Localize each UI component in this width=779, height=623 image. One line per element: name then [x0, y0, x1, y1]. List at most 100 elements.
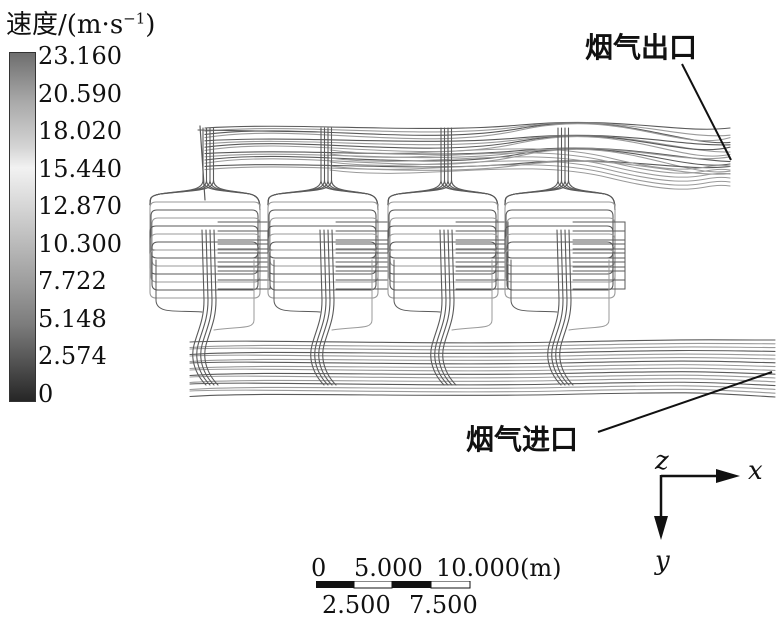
flue-gas-inlet-label: 烟气进口	[466, 423, 579, 456]
streamlines	[149, 121, 776, 398]
streamline	[213, 259, 255, 331]
streamline	[335, 221, 389, 245]
streamline	[393, 259, 441, 313]
streamline	[269, 241, 377, 291]
streamline	[204, 134, 731, 146]
x-arrowhead	[716, 469, 740, 483]
streamline	[189, 342, 776, 349]
streamline	[189, 381, 776, 387]
streamline	[204, 123, 731, 142]
streamline	[217, 257, 271, 281]
streamline	[310, 229, 325, 386]
streamline	[572, 266, 626, 290]
streamline	[387, 127, 453, 206]
streamline	[204, 135, 731, 151]
streamline	[204, 148, 731, 166]
streamline	[567, 179, 616, 211]
streamline	[442, 229, 457, 386]
scale-label-7500: 7.500	[409, 591, 478, 619]
scale-label-0: 0	[311, 554, 327, 582]
y-axis-label: y	[655, 546, 670, 576]
streamline	[204, 122, 731, 137]
y-arrowhead	[654, 516, 668, 540]
colorbar-tick-label: 23.160	[38, 42, 122, 70]
streamline	[572, 257, 626, 281]
colorbar-tick-label: 5.148	[38, 304, 107, 333]
streamline	[196, 229, 211, 386]
streamline	[267, 127, 333, 206]
streamline	[204, 160, 731, 169]
streamline	[189, 392, 776, 398]
streamline	[204, 135, 731, 157]
streamline	[455, 221, 509, 245]
streamline	[189, 357, 776, 363]
streamline	[217, 239, 271, 263]
streamline	[189, 349, 776, 356]
streamline	[217, 266, 271, 290]
streamline	[273, 259, 321, 313]
inlet-leader-line	[597, 371, 773, 433]
streamline	[389, 241, 497, 291]
colorbar-tick-label: 10.300	[38, 229, 122, 258]
streamline	[204, 148, 731, 173]
streamline	[555, 229, 570, 386]
streamline	[204, 229, 219, 386]
streamline	[510, 259, 558, 313]
streamline	[335, 257, 389, 281]
streamline	[189, 374, 776, 379]
streamline	[200, 229, 215, 386]
streamline	[155, 259, 203, 313]
axis-triad	[654, 469, 740, 540]
streamline	[455, 266, 509, 290]
streamline	[572, 239, 626, 263]
streamline	[189, 378, 776, 384]
streamline	[329, 148, 731, 170]
streamline	[335, 266, 389, 290]
scale-label-2500: 2.500	[322, 591, 391, 619]
streamline	[189, 388, 776, 394]
streamline	[204, 147, 731, 163]
velocity-colorbar	[9, 52, 36, 402]
colorbar-tick-label: 15.440	[38, 154, 122, 183]
outlet-leader-line	[681, 63, 732, 161]
streamline	[547, 229, 562, 386]
streamline	[212, 179, 261, 211]
streamline	[455, 248, 509, 272]
streamline	[151, 241, 259, 291]
scale-label-5000: 5.000	[354, 554, 423, 582]
colorbar-tick-label: 20.590	[38, 79, 122, 108]
streamline	[204, 160, 731, 175]
scale-bar	[316, 581, 471, 589]
streamline	[267, 225, 377, 275]
streamline	[149, 127, 208, 206]
streamline	[572, 248, 626, 272]
streamline	[335, 239, 389, 263]
streamline	[149, 225, 259, 275]
legend-title: 速度/(m·s−1)	[6, 9, 156, 40]
streamline	[551, 229, 566, 386]
streamline	[387, 225, 497, 275]
streamline	[450, 179, 499, 211]
streamline	[192, 229, 207, 386]
streamline	[504, 225, 614, 275]
streamline	[189, 339, 776, 344]
streamline	[329, 164, 731, 186]
streamline	[451, 259, 493, 331]
streamline	[189, 371, 776, 377]
colorbar-tick-label: 0	[38, 380, 54, 408]
streamline	[197, 129, 321, 133]
streamline	[189, 367, 776, 372]
colorbar-tick-label: 7.722	[38, 267, 107, 296]
scale-label-10000: 10.000(m)	[436, 554, 562, 582]
streamline	[568, 259, 610, 331]
streamline	[330, 179, 379, 211]
streamline	[455, 239, 509, 263]
streamline	[455, 257, 509, 281]
streamline	[504, 127, 570, 206]
streamline	[572, 221, 626, 245]
streamline	[438, 229, 453, 386]
streamline	[322, 229, 337, 386]
streamline	[506, 241, 614, 291]
streamline	[217, 221, 271, 245]
